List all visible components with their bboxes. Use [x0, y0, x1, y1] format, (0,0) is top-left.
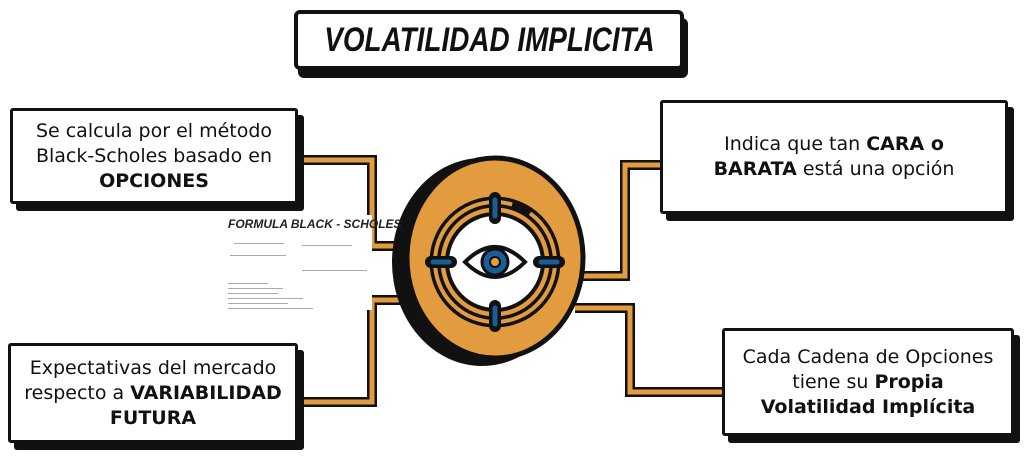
formula-title: FORMULA BLACK - SCHOLES: [228, 217, 402, 231]
title-banner: VOLATILIDAD IMPLICITA: [294, 10, 684, 70]
node-text: está una opción: [796, 158, 955, 180]
node-bold-text: OPCIONES: [99, 169, 209, 192]
node-bold-text: VARIABILIDAD FUTURA: [109, 381, 282, 429]
node-bottom-right: Cada Cadena de Opciones tiene su Propia …: [722, 328, 1014, 436]
node-bold-text: CARA o BARATA: [713, 133, 944, 180]
page-title: VOLATILIDAD IMPLICITA: [323, 20, 655, 59]
eye-target-icon: [392, 155, 586, 366]
node-text: Se calcula por el método Black-Scholes b…: [35, 119, 273, 167]
node-top-left: Se calcula por el método Black-Scholes b…: [10, 108, 298, 204]
node-bold-text: Propia Volatilidad Implícita: [760, 370, 976, 418]
node-bottom-left: Expectativas del mercado respecto a VARI…: [8, 343, 298, 443]
node-text: Cada Cadena de Opciones tiene su: [742, 345, 994, 393]
node-top-right: Indica que tan CARA o BARATA está una op…: [660, 100, 1008, 214]
node-text: Indica que tan: [724, 133, 867, 155]
black-scholes-formula-image: FORMULA BLACK - SCHOLES: [222, 215, 402, 310]
node-text: Expectativas del mercado respecto a: [24, 356, 277, 404]
